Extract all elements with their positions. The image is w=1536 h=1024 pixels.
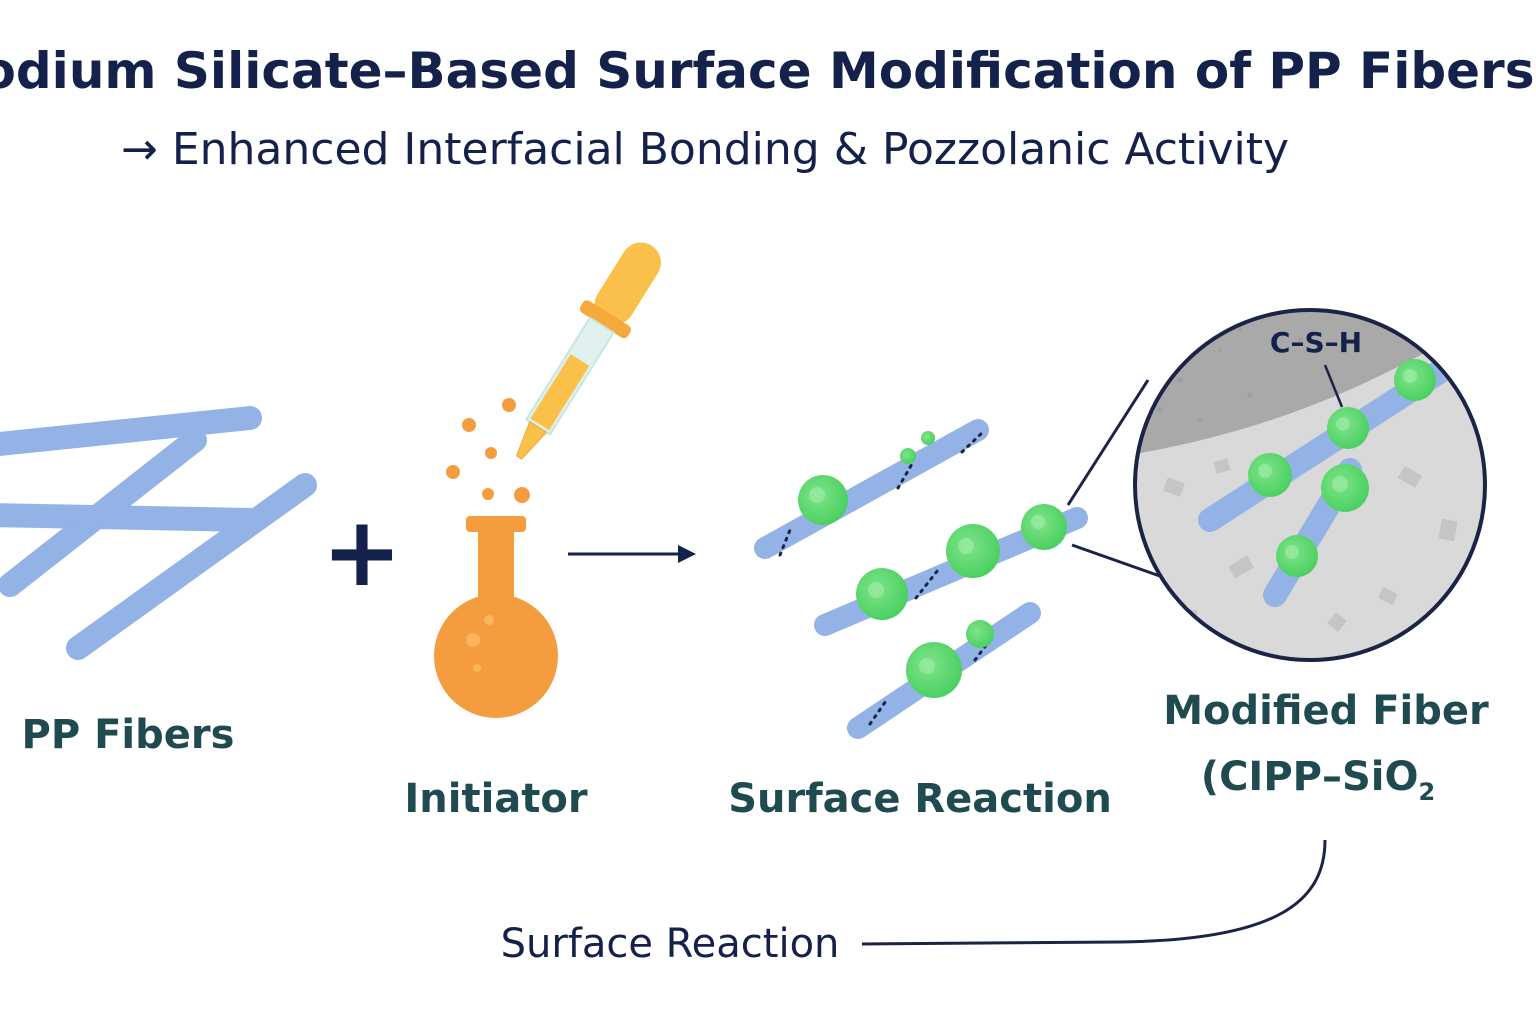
silica-nanoparticles (798, 431, 1067, 698)
pp-fibers-illustration (0, 406, 317, 660)
page-subtitle: → Enhanced Interfacial Bonding & Pozzola… (121, 124, 1289, 175)
page-title: Sodium Silicate–Based Surface Modificati… (0, 42, 1534, 100)
formula-main: (CIPP–SiO (1201, 754, 1419, 800)
formula-subscript: 2 (1418, 778, 1435, 806)
label-csh: C–S–H (1270, 326, 1362, 359)
pp-fiber (0, 503, 262, 532)
callout-curve (861, 839, 1327, 946)
pp-fiber (0, 406, 262, 457)
label-pp-fibers: PP Fibers (22, 712, 235, 758)
label-initiator: Initiator (404, 776, 587, 822)
plus-sign: + (322, 496, 402, 608)
pp-fiber (0, 428, 207, 597)
flask-icon (434, 516, 558, 718)
pp-fiber (66, 473, 317, 660)
reaction-arrow (568, 545, 696, 563)
zoom-inset: C–S–H (1133, 308, 1487, 662)
dropper-icon (515, 242, 661, 460)
label-surface-reaction: Surface Reaction (728, 776, 1112, 822)
label-bottom-surface-reaction: Surface Reaction (501, 921, 840, 967)
label-modified-fiber-formula: (CIPP–SiO2 (1201, 754, 1435, 806)
coated-fiber (754, 419, 989, 559)
surface-reaction-illustration (754, 419, 1088, 739)
droplets-icon (446, 398, 530, 503)
label-modified-fiber: Modified Fiber (1163, 688, 1489, 734)
